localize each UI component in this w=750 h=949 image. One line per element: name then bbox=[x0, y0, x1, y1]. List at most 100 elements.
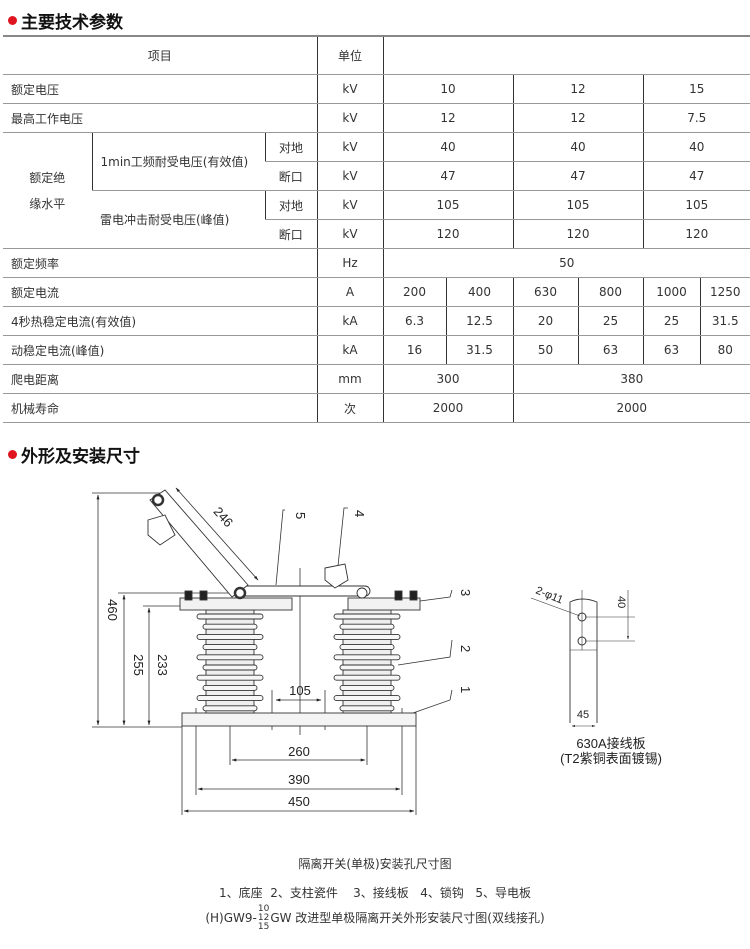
cell: 6.3 bbox=[382, 306, 446, 336]
table-row: 额定电流 A 200 400 630 800 1000 1250 bbox=[3, 277, 750, 307]
dim-260: 260 bbox=[288, 744, 310, 759]
cell: 105 bbox=[642, 190, 750, 220]
cell: 63 bbox=[577, 335, 643, 365]
insulator-shed bbox=[196, 613, 264, 620]
header-values bbox=[382, 36, 750, 75]
row-label: 最高工作电压 bbox=[3, 103, 317, 133]
table-row: 额定频率 Hz 50 bbox=[3, 248, 750, 278]
callout-5: 5 bbox=[293, 512, 308, 519]
insulator-shed bbox=[339, 684, 395, 691]
cell: 47 bbox=[642, 161, 750, 191]
cell: 80 bbox=[699, 335, 750, 365]
row-unit: kA bbox=[316, 306, 383, 336]
cell: 15 bbox=[642, 74, 750, 104]
conductor-plate bbox=[239, 585, 371, 597]
cell: 120 bbox=[382, 219, 513, 249]
cell: 1000 bbox=[642, 277, 700, 307]
cell: 630 bbox=[512, 277, 578, 307]
insulator-shed bbox=[202, 705, 258, 712]
dim-105: 105 bbox=[289, 683, 311, 698]
table-row: 爬电距离 mm 300 380 bbox=[3, 364, 750, 394]
terminal-plate-inset: 2-φ11 40 45 630A接线板 (T2紫铜表面镀锡) bbox=[530, 585, 662, 766]
table-row: 机械寿命 次 2000 2000 bbox=[3, 393, 750, 423]
insulator-shed bbox=[333, 613, 401, 620]
section-title-dimensions: 外形及安装尺寸 bbox=[8, 442, 140, 467]
cell: 40 bbox=[382, 132, 513, 162]
row-unit: kV bbox=[316, 132, 383, 162]
cell: 12 bbox=[512, 74, 643, 104]
cell: 120 bbox=[512, 219, 643, 249]
insulator-shed bbox=[196, 654, 264, 661]
row-unit: kV bbox=[316, 219, 383, 249]
cell: 380 bbox=[512, 364, 750, 394]
sub-label: 断口 bbox=[265, 219, 317, 249]
cell: 400 bbox=[445, 277, 513, 307]
row-unit: kV bbox=[316, 74, 383, 104]
table-row: 动稳定电流(峰值) kA 16 31.5 50 63 63 80 bbox=[3, 335, 750, 365]
cell: 12.5 bbox=[445, 306, 513, 336]
voltage-10: 10 bbox=[257, 904, 270, 914]
spec-table: 项目 单位 额定电压 kV 10 12 15 最高工作电压 kV 12 12 7… bbox=[3, 35, 750, 423]
sub-label: 断口 bbox=[265, 161, 317, 191]
header-unit: 单位 bbox=[316, 36, 383, 75]
header-item: 项目 bbox=[3, 36, 317, 75]
insulator-shed bbox=[196, 695, 264, 702]
switch-arm bbox=[149, 489, 249, 598]
row-label: 额定电流 bbox=[3, 277, 317, 307]
row-unit: kV bbox=[316, 161, 383, 191]
row-unit: mm bbox=[316, 364, 383, 394]
voltage-15: 15 bbox=[257, 922, 270, 932]
cell: 12 bbox=[382, 103, 513, 133]
insulator-shed bbox=[339, 644, 395, 651]
cell: 800 bbox=[577, 277, 643, 307]
lock-hook bbox=[324, 563, 349, 589]
row-label: 机械寿命 bbox=[3, 393, 317, 423]
table-row: 断口 kV 120 120 120 bbox=[3, 219, 750, 249]
section-title-text: 外形及安装尺寸 bbox=[21, 447, 140, 467]
insulator-shed bbox=[196, 674, 264, 681]
figure-legend: 1、底座 2、支柱瓷件 3、接线板 4、锁钩 5、导电板 bbox=[219, 886, 531, 900]
cell: 20 bbox=[512, 306, 578, 336]
bullet-icon bbox=[8, 450, 17, 459]
sub-label: 对地 bbox=[264, 190, 317, 220]
cell: 47 bbox=[382, 161, 513, 191]
row-label: 额定电压 bbox=[3, 74, 317, 104]
cell: 50 bbox=[512, 335, 578, 365]
figure-title: 隔离开关(单极)安装孔尺寸图 bbox=[298, 857, 452, 871]
bullet-icon bbox=[8, 16, 17, 25]
table-row: 额定绝缘水平 1min工频耐受电压(有效值) 对地 kV 40 40 40 bbox=[3, 132, 750, 249]
cell: 47 bbox=[512, 161, 643, 191]
insulator-shed bbox=[333, 654, 401, 661]
cell: 12 bbox=[512, 103, 643, 133]
dimension-labels: 460 255 233 246 105 260 390 450 3 2 1 5 … bbox=[105, 504, 473, 809]
cell: 105 bbox=[512, 190, 643, 220]
row-unit: kA bbox=[316, 335, 383, 365]
insulation-label-2: 缘水平 bbox=[29, 196, 66, 211]
row-unit: kV bbox=[316, 103, 383, 133]
model-prefix: (H)GW9- bbox=[205, 911, 257, 925]
row-label: 爬电距离 bbox=[3, 364, 317, 394]
row-unit: A bbox=[316, 277, 383, 307]
row-label: 动稳定电流(峰值) bbox=[3, 335, 317, 365]
insulator-shed bbox=[202, 664, 258, 671]
table-header-row: 项目 单位 bbox=[3, 36, 750, 75]
insulator-shed bbox=[333, 674, 401, 681]
row-label: 4秒热稳定电流(有效值) bbox=[3, 306, 317, 336]
cell: 40 bbox=[512, 132, 643, 162]
dim-233: 233 bbox=[155, 654, 170, 676]
inset-dim-45: 45 bbox=[577, 709, 589, 721]
sub-label: 对地 bbox=[264, 132, 317, 162]
insulation-label: 额定绝缘水平 bbox=[3, 132, 92, 249]
cell: 200 bbox=[382, 277, 446, 307]
cell: 120 bbox=[642, 219, 750, 249]
insulator-shed bbox=[202, 644, 258, 651]
dim-390: 390 bbox=[288, 772, 310, 787]
table-row: 额定电压 kV 10 12 15 bbox=[3, 74, 750, 104]
cell: 10 bbox=[382, 74, 513, 104]
inset-title: 630A接线板 bbox=[576, 736, 645, 751]
cell: 25 bbox=[642, 306, 700, 336]
cell: 40 bbox=[642, 132, 750, 162]
table-row: 断口 kV 47 47 47 bbox=[3, 161, 750, 191]
